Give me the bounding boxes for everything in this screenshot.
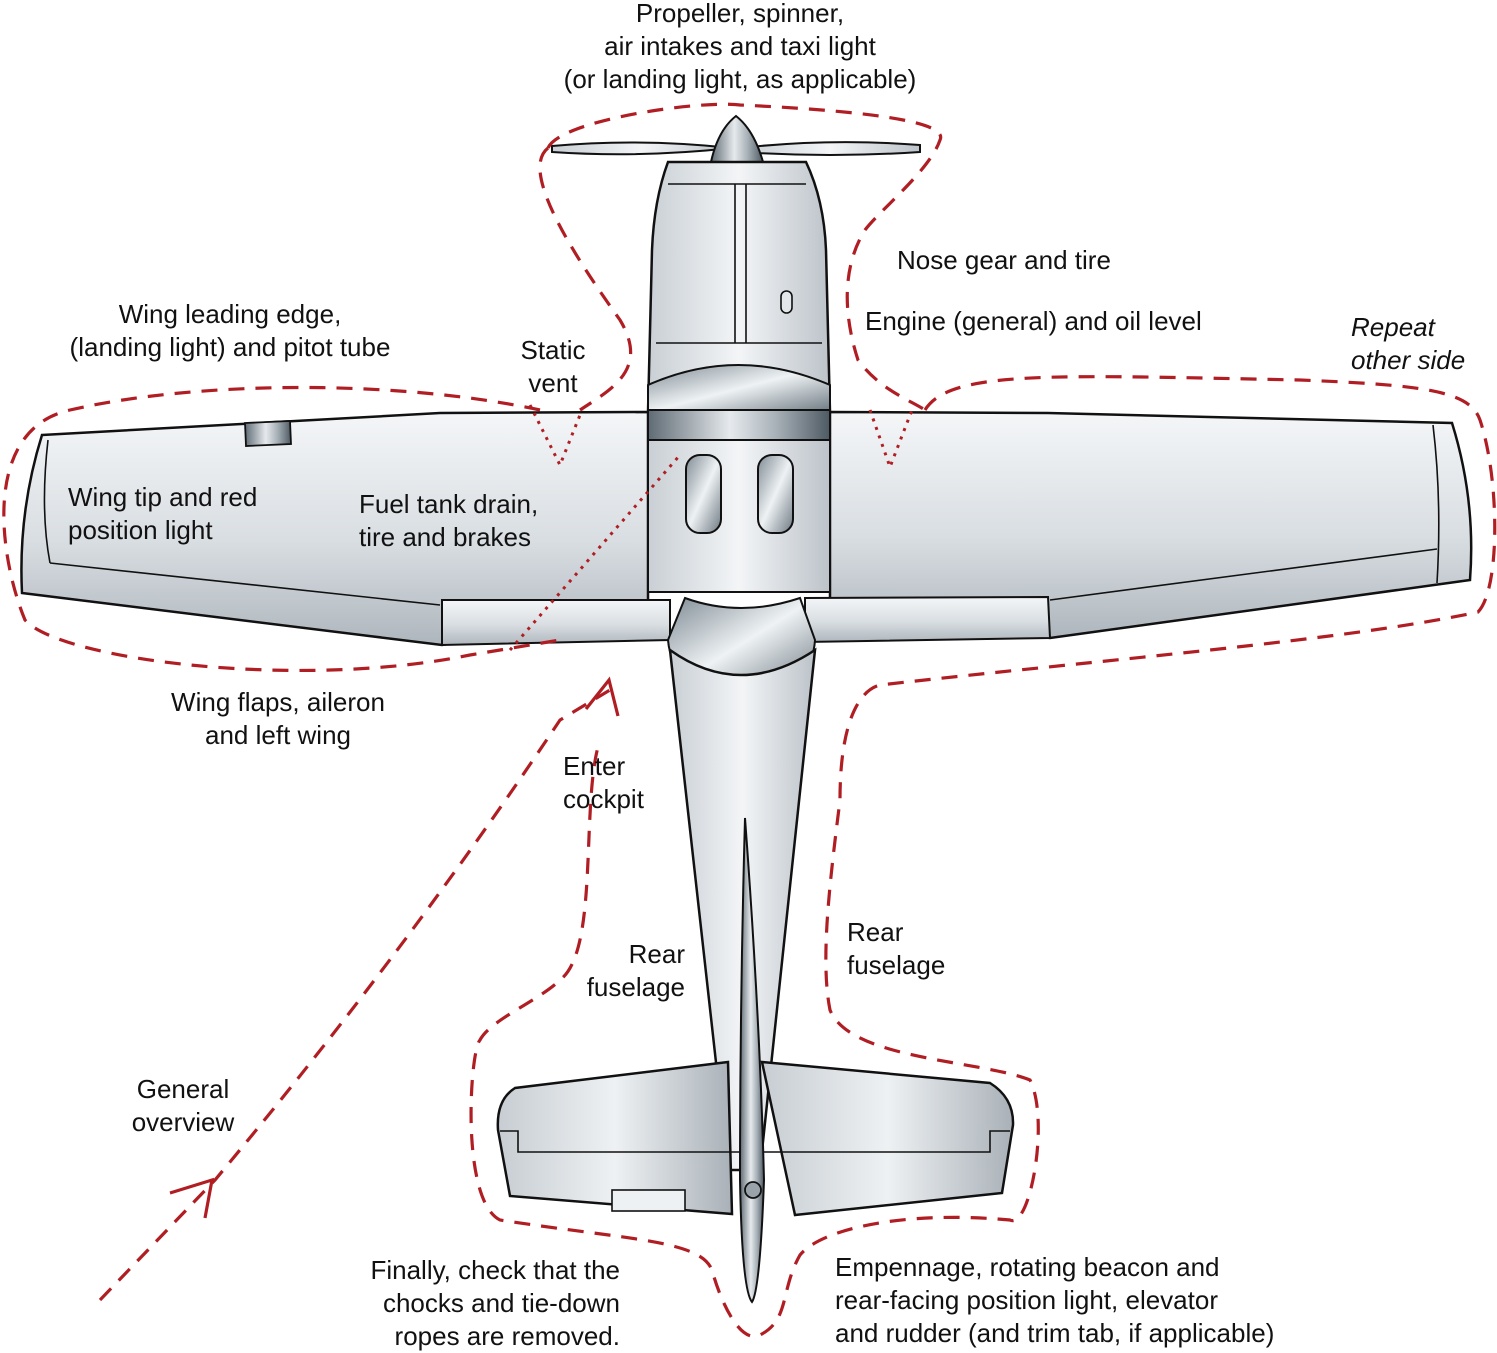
label-wing-flaps: Wing flaps, aileron and left wing bbox=[171, 687, 385, 750]
elevator-hinge-line bbox=[500, 1130, 1010, 1153]
label-general-overview: General overview bbox=[131, 1074, 235, 1137]
horizontal-stabilizer-right bbox=[760, 1060, 1015, 1217]
label-nose-gear: Nose gear and tire bbox=[897, 245, 1111, 275]
label-empennage: Empennage, rotating beacon and rear-faci… bbox=[835, 1252, 1275, 1348]
wing-panel-lines bbox=[43, 424, 1440, 606]
direction-arrows bbox=[169, 676, 620, 1219]
landing-light bbox=[244, 420, 292, 447]
oil-access-door bbox=[780, 290, 793, 314]
label-finally-check: Finally, check that the chocks and tie-d… bbox=[370, 1255, 620, 1351]
label-engine: Engine (general) and oil level bbox=[865, 306, 1202, 336]
label-wing-leading-edge: Wing leading edge, (landing light) and p… bbox=[69, 299, 391, 362]
label-rear-fuselage-right: Rear fuselage bbox=[847, 917, 946, 980]
label-enter-cockpit: Enter cockpit bbox=[563, 751, 644, 814]
callout-leaders bbox=[508, 404, 914, 651]
windshield-frame bbox=[647, 409, 831, 441]
label-propeller: Propeller, spinner, air intakes and taxi… bbox=[563, 0, 917, 94]
left-flap bbox=[441, 599, 671, 647]
cabin-window-left bbox=[685, 454, 722, 534]
right-wing bbox=[828, 410, 1473, 640]
walkaround-outer-loop bbox=[2, 102, 1497, 1338]
horizontal-stabilizer-left bbox=[496, 1060, 734, 1216]
label-fuel-tank: Fuel tank drain, tire and brakes bbox=[359, 489, 539, 552]
windshield bbox=[647, 364, 831, 413]
walkaround-path bbox=[2, 102, 1497, 1338]
cabin bbox=[647, 439, 831, 593]
label-static-vent: Static vent bbox=[520, 335, 586, 398]
label-rear-fuselage-left: Rear fuselage bbox=[586, 939, 685, 1002]
label-repeat-other-side: Repeat other side bbox=[1351, 312, 1466, 375]
arrow-general-overview bbox=[169, 1177, 215, 1219]
cabin-window-right bbox=[757, 454, 794, 534]
right-flap bbox=[804, 595, 1052, 644]
arrow-enter-cockpit bbox=[584, 676, 620, 717]
rotating-beacon bbox=[744, 1181, 762, 1199]
spinner bbox=[709, 114, 765, 163]
vertical-fin bbox=[738, 817, 766, 1304]
label-wing-tip: Wing tip and red position light bbox=[68, 482, 258, 545]
trim-tab bbox=[611, 1189, 686, 1212]
